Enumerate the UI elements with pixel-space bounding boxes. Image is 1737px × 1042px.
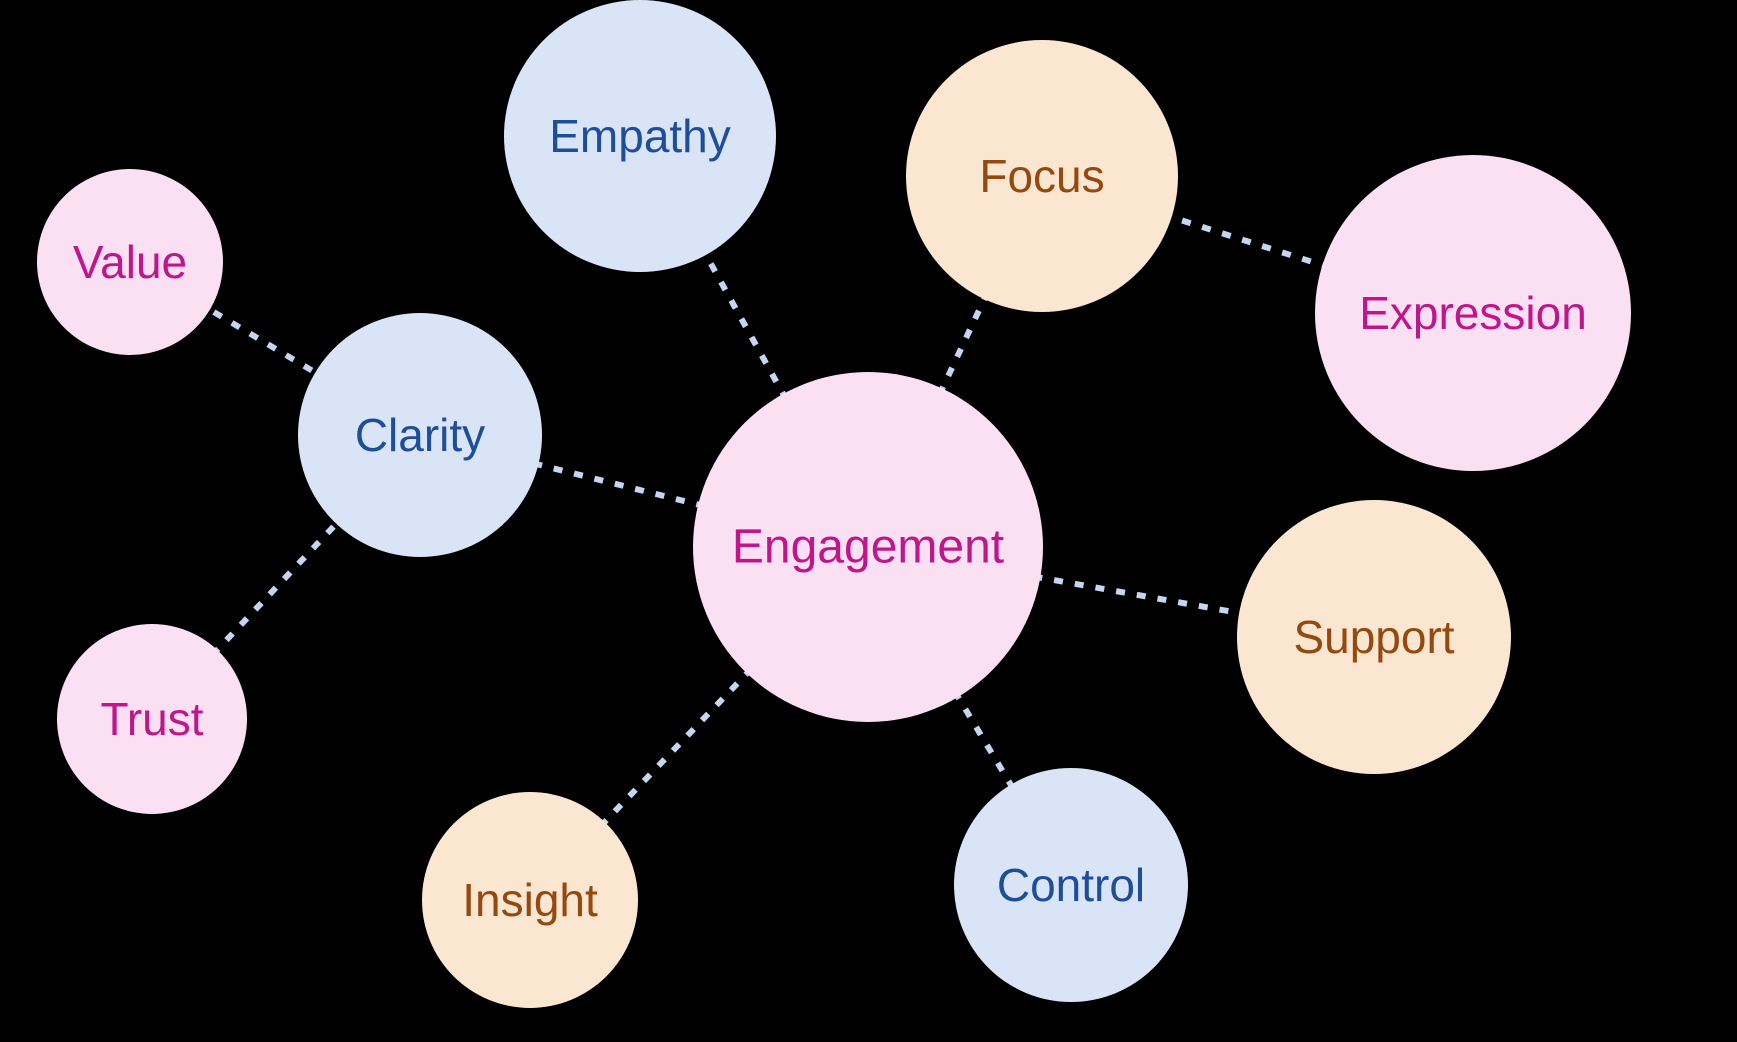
node-label-focus: Focus	[979, 150, 1104, 202]
node-focus[interactable]: Focus	[906, 40, 1178, 312]
node-circle-empathy[interactable]	[504, 0, 776, 272]
node-trust[interactable]: Trust	[57, 624, 247, 814]
node-value[interactable]: Value	[37, 169, 223, 355]
node-circle-clarity[interactable]	[298, 313, 542, 557]
node-engagement[interactable]: Engagement	[693, 372, 1043, 722]
node-circle-control[interactable]	[954, 768, 1188, 1002]
node-label-clarity: Clarity	[355, 409, 485, 461]
node-label-support: Support	[1293, 611, 1454, 663]
node-circle-value[interactable]	[37, 169, 223, 355]
node-label-insight: Insight	[462, 874, 598, 926]
node-clarity[interactable]: Clarity	[298, 313, 542, 557]
edge-engagement-empathy	[637, 134, 871, 549]
node-circle-support[interactable]	[1237, 500, 1511, 774]
node-label-engagement: Engagement	[732, 521, 1004, 574]
node-label-empathy: Empathy	[549, 110, 731, 162]
node-expression[interactable]: Expression	[1315, 155, 1631, 471]
node-empathy[interactable]: Empathy	[504, 0, 776, 272]
node-control[interactable]: Control	[954, 768, 1188, 1002]
node-circle-expression[interactable]	[1315, 155, 1631, 471]
node-layer: Engagement EmpathyFocusValueExpressionCla…	[37, 0, 1631, 1008]
node-label-expression: Expression	[1359, 287, 1587, 339]
node-label-control: Control	[997, 859, 1145, 911]
node-circle-focus[interactable]	[906, 40, 1178, 312]
node-circle-insight[interactable]	[422, 792, 638, 1008]
node-circle-trust[interactable]	[57, 624, 247, 814]
node-label-trust: Trust	[100, 693, 203, 745]
node-insight[interactable]: Insight	[422, 792, 638, 1008]
node-support[interactable]: Support	[1237, 500, 1511, 774]
node-label-value: Value	[73, 236, 187, 288]
node-circle-engagement[interactable]	[693, 372, 1043, 722]
